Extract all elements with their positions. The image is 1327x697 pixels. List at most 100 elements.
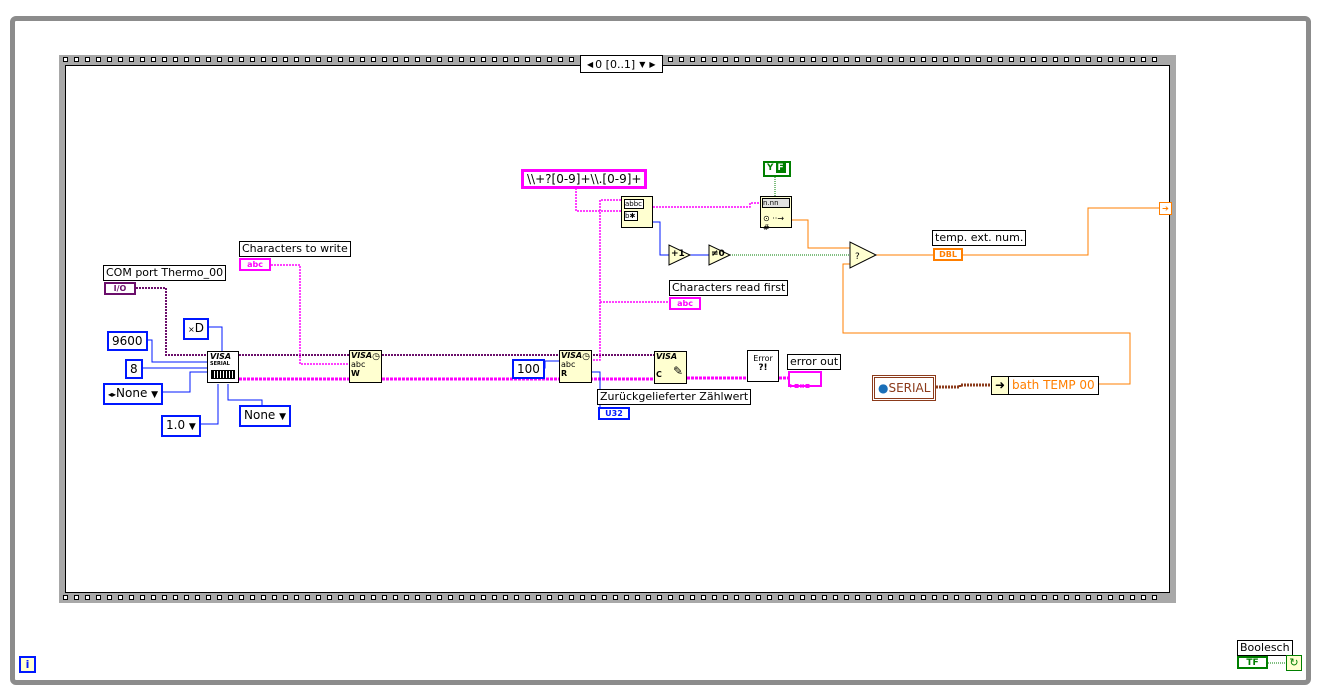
- film-hole: [217, 595, 222, 600]
- film-hole: [1075, 595, 1080, 600]
- string-wire[interactable]: [575, 188, 622, 212]
- film-hole: [1009, 57, 1014, 62]
- film-hole: [415, 57, 420, 62]
- increment-case-icon[interactable]: ▶: [649, 59, 656, 69]
- decrement-case-icon[interactable]: ◀: [587, 59, 594, 69]
- while-loop-frame: [10, 16, 1311, 685]
- film-hole: [305, 595, 310, 600]
- film-hole: [173, 595, 178, 600]
- film-hole: [723, 595, 728, 600]
- chars-read-first-indicator[interactable]: abc: [669, 297, 701, 310]
- film-hole: [536, 595, 541, 600]
- error-out-label: error out: [787, 354, 842, 370]
- film-hole: [800, 595, 805, 600]
- film-hole: [987, 57, 992, 62]
- convert-arrow-icon: ⊙ ··→ #: [763, 214, 785, 232]
- data-bits-constant[interactable]: 8: [125, 359, 143, 379]
- film-hole: [107, 57, 112, 62]
- film-hole: [1064, 57, 1069, 62]
- film-hole: [470, 595, 475, 600]
- simple-error-handler-node[interactable]: Error ?!: [747, 350, 779, 382]
- byte-count-constant[interactable]: 100: [512, 359, 545, 379]
- not-equal-zero-node[interactable]: [708, 244, 732, 266]
- film-hole: [734, 595, 739, 600]
- film-hole: [811, 595, 816, 600]
- film-hole: [998, 57, 1003, 62]
- film-hole: [1009, 595, 1014, 600]
- film-hole: [184, 57, 189, 62]
- increment-node[interactable]: [668, 244, 692, 266]
- error-out-indicator[interactable]: ▸▪▫▪: [788, 371, 822, 390]
- stop-bits-constant[interactable]: 1.0 ▼: [161, 415, 201, 437]
- case-dropdown-icon[interactable]: ▼: [639, 59, 646, 69]
- film-hole: [184, 595, 189, 600]
- string-wire[interactable]: [271, 264, 350, 365]
- film-hole: [1020, 595, 1025, 600]
- film-hole: [679, 57, 684, 62]
- select-node[interactable]: ?: [849, 241, 878, 269]
- film-hole: [591, 595, 596, 600]
- film-hole: [514, 57, 519, 62]
- write-arrow-icon: ➜: [992, 377, 1009, 394]
- film-hole: [349, 595, 354, 600]
- string-wire[interactable]: [590, 199, 622, 361]
- visa-write-node[interactable]: VISA abc W ◷: [349, 350, 382, 383]
- return-count-indicator[interactable]: U32: [598, 407, 630, 420]
- film-hole: [63, 595, 68, 600]
- film-hole: [690, 57, 695, 62]
- film-hole: [624, 595, 629, 600]
- film-hole: [360, 595, 365, 600]
- film-hole: [459, 595, 464, 600]
- film-hole: [646, 595, 651, 600]
- cluster-icon: ▸▪▫▪: [790, 381, 811, 390]
- film-hole: [613, 595, 618, 600]
- output-tunnel[interactable]: ➔: [1159, 202, 1172, 215]
- visa-close-node[interactable]: VISA C ✎: [654, 351, 687, 384]
- loop-condition-icon[interactable]: ↻: [1286, 655, 1302, 671]
- film-hole: [1031, 57, 1036, 62]
- visa-read-node[interactable]: VISA abc R ◷: [559, 350, 592, 383]
- film-hole: [173, 57, 178, 62]
- visa-wire[interactable]: [136, 287, 208, 356]
- chars-to-write-control[interactable]: abc: [239, 258, 271, 271]
- case-selector[interactable]: ◀ 0 [0..1] ▼ ▶: [580, 55, 663, 73]
- clock-icon: ◷: [582, 352, 590, 362]
- com-port-control[interactable]: I/O: [104, 282, 136, 295]
- bath-temp-variable-node[interactable]: ➜ bath TEMP 00: [991, 376, 1099, 395]
- serial-resource-constant[interactable]: ●SERIAL: [872, 375, 937, 401]
- temp-ext-num-indicator[interactable]: DBL: [933, 248, 963, 261]
- film-hole: [723, 57, 728, 62]
- film-hole: [800, 57, 805, 62]
- film-hole: [833, 57, 838, 62]
- film-hole: [822, 595, 827, 600]
- film-hole: [569, 595, 574, 600]
- case-structure-diagram: [65, 65, 1170, 593]
- regex-constant[interactable]: \\+?[0-9]+\\.[0-9]+: [521, 169, 648, 189]
- iteration-terminal-icon: i: [19, 656, 36, 673]
- film-hole: [932, 57, 937, 62]
- film-hole: [129, 595, 134, 600]
- fract-exp-string-to-number-node[interactable]: n.nn ⊙ ··→ #: [760, 196, 792, 232]
- parity-constant[interactable]: ◂▸None ▼: [103, 383, 164, 405]
- boolean-indicator[interactable]: TF: [1237, 656, 1268, 669]
- termchar-constant[interactable]: ×D: [183, 318, 209, 340]
- film-hole: [943, 57, 948, 62]
- baud-rate-constant[interactable]: 9600: [107, 331, 148, 351]
- film-hole: [272, 57, 277, 62]
- film-hole: [415, 595, 420, 600]
- film-hole: [965, 595, 970, 600]
- regex-box-icon: b✱: [624, 211, 638, 221]
- film-hole: [96, 57, 101, 62]
- film-hole: [888, 57, 893, 62]
- film-hole: [140, 57, 145, 62]
- match-pattern-node[interactable]: abbc b✱: [621, 196, 653, 228]
- string-wire[interactable]: [653, 202, 761, 208]
- flow-control-constant[interactable]: None ▼: [239, 405, 292, 427]
- film-hole: [1119, 57, 1124, 62]
- film-hole: [899, 595, 904, 600]
- film-hole: [338, 595, 343, 600]
- visa-configure-serial-node[interactable]: VISA SERIAL: [207, 351, 239, 383]
- film-hole: [206, 57, 211, 62]
- hex-display-icon: ×: [188, 325, 195, 334]
